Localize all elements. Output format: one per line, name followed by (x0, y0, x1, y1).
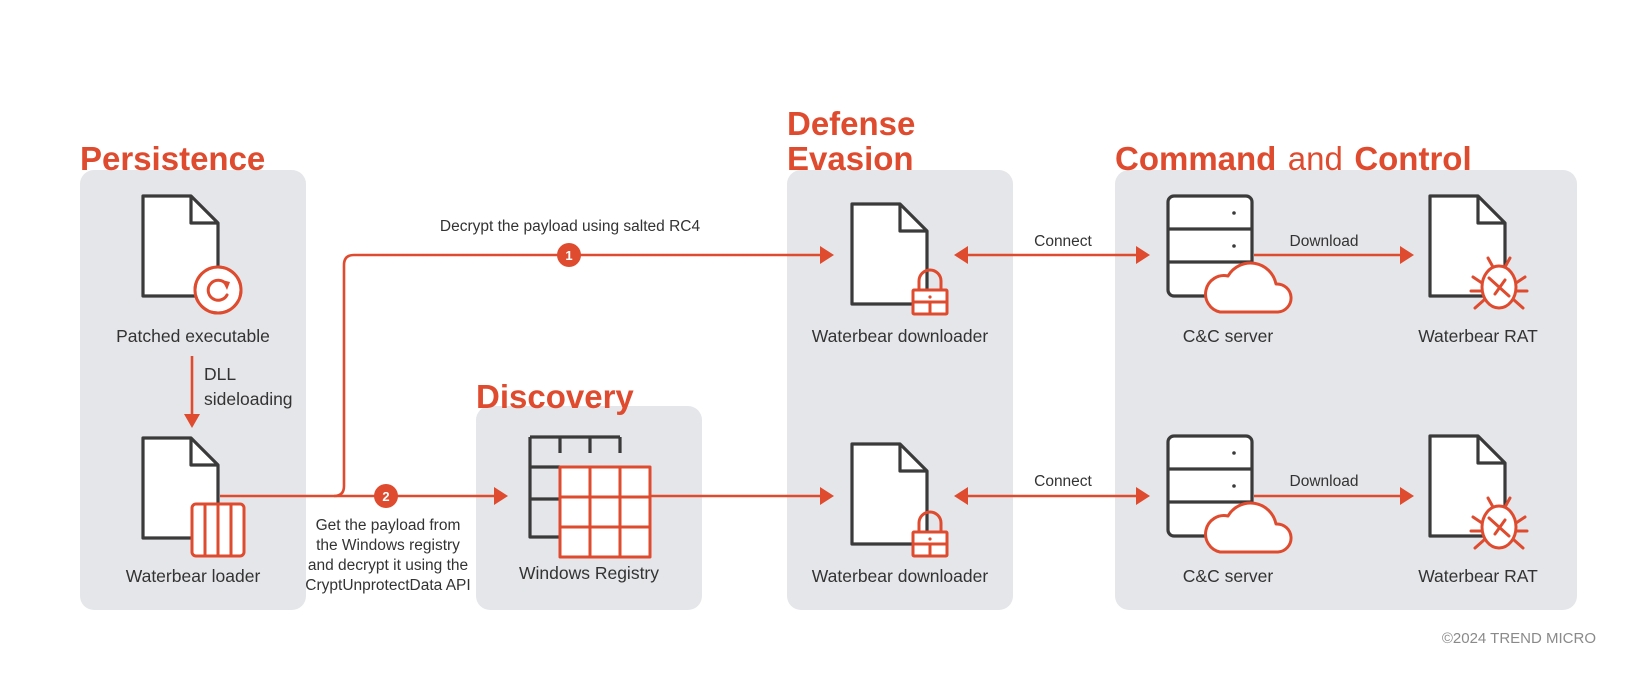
library-icon (190, 502, 246, 558)
download-top-label: Download (1290, 233, 1359, 250)
arrowhead (820, 246, 834, 264)
command-and-control-heading: Command and Control (1115, 140, 1472, 177)
command-word: Command (1115, 140, 1276, 177)
waterbear-loader-label: Waterbear loader (126, 566, 261, 586)
discovery-heading: Discovery (476, 378, 634, 415)
step2-label-line4: CryptUnprotectData API (305, 577, 470, 594)
download-bottom-label: Download (1290, 473, 1359, 490)
step1-badge (557, 243, 581, 267)
dll-label-line2: sideloading (204, 389, 293, 409)
arrowhead (1400, 246, 1414, 264)
defense-evasion-panel (787, 170, 1013, 610)
connect-bottom-label: Connect (1034, 473, 1092, 490)
connect-top-label: Connect (1034, 233, 1092, 250)
arrowhead (820, 487, 834, 505)
windows-registry-label: Windows Registry (519, 563, 659, 583)
step2-label-line1: Get the payload from (316, 517, 461, 534)
arrowhead (954, 246, 968, 264)
step2-label-line2: the Windows registry (316, 537, 460, 554)
rat-top-label: Waterbear RAT (1418, 326, 1538, 346)
cc-server-top-label: C&C server (1183, 326, 1274, 346)
downloader-top-label: Waterbear downloader (812, 326, 989, 346)
arrowhead (494, 487, 508, 505)
defense-evasion-heading-line2: Evasion (787, 140, 914, 177)
step2-badge-number: 2 (382, 489, 389, 504)
table-icon (528, 435, 652, 559)
flow-lines (184, 246, 1414, 505)
defense-evasion-heading-line1: Defense (787, 105, 915, 142)
cc-server-bottom-label: C&C server (1183, 566, 1274, 586)
document-icon (850, 442, 929, 546)
arrowhead (1136, 487, 1150, 505)
rat-bottom-label: Waterbear RAT (1418, 566, 1538, 586)
copyright: ©2024 TREND MICRO (1442, 630, 1596, 647)
control-word: Control (1354, 140, 1471, 177)
step2-label-line3: and decrypt it using the (308, 557, 468, 574)
arrowhead (184, 414, 200, 428)
step2-badge (374, 484, 398, 508)
step1-badge-number: 1 (565, 248, 572, 263)
and-word: and (1288, 140, 1343, 177)
arrowhead (954, 487, 968, 505)
gear-icon (193, 265, 243, 315)
arrowhead (1136, 246, 1150, 264)
arrowhead (1400, 487, 1414, 505)
dll-label-line1: DLL (204, 364, 236, 384)
downloader-bottom-label: Waterbear downloader (812, 566, 989, 586)
persistence-heading: Persistence (80, 140, 265, 177)
patched-executable-label: Patched executable (116, 326, 270, 346)
step1-label: Decrypt the payload using salted RC4 (440, 218, 701, 235)
